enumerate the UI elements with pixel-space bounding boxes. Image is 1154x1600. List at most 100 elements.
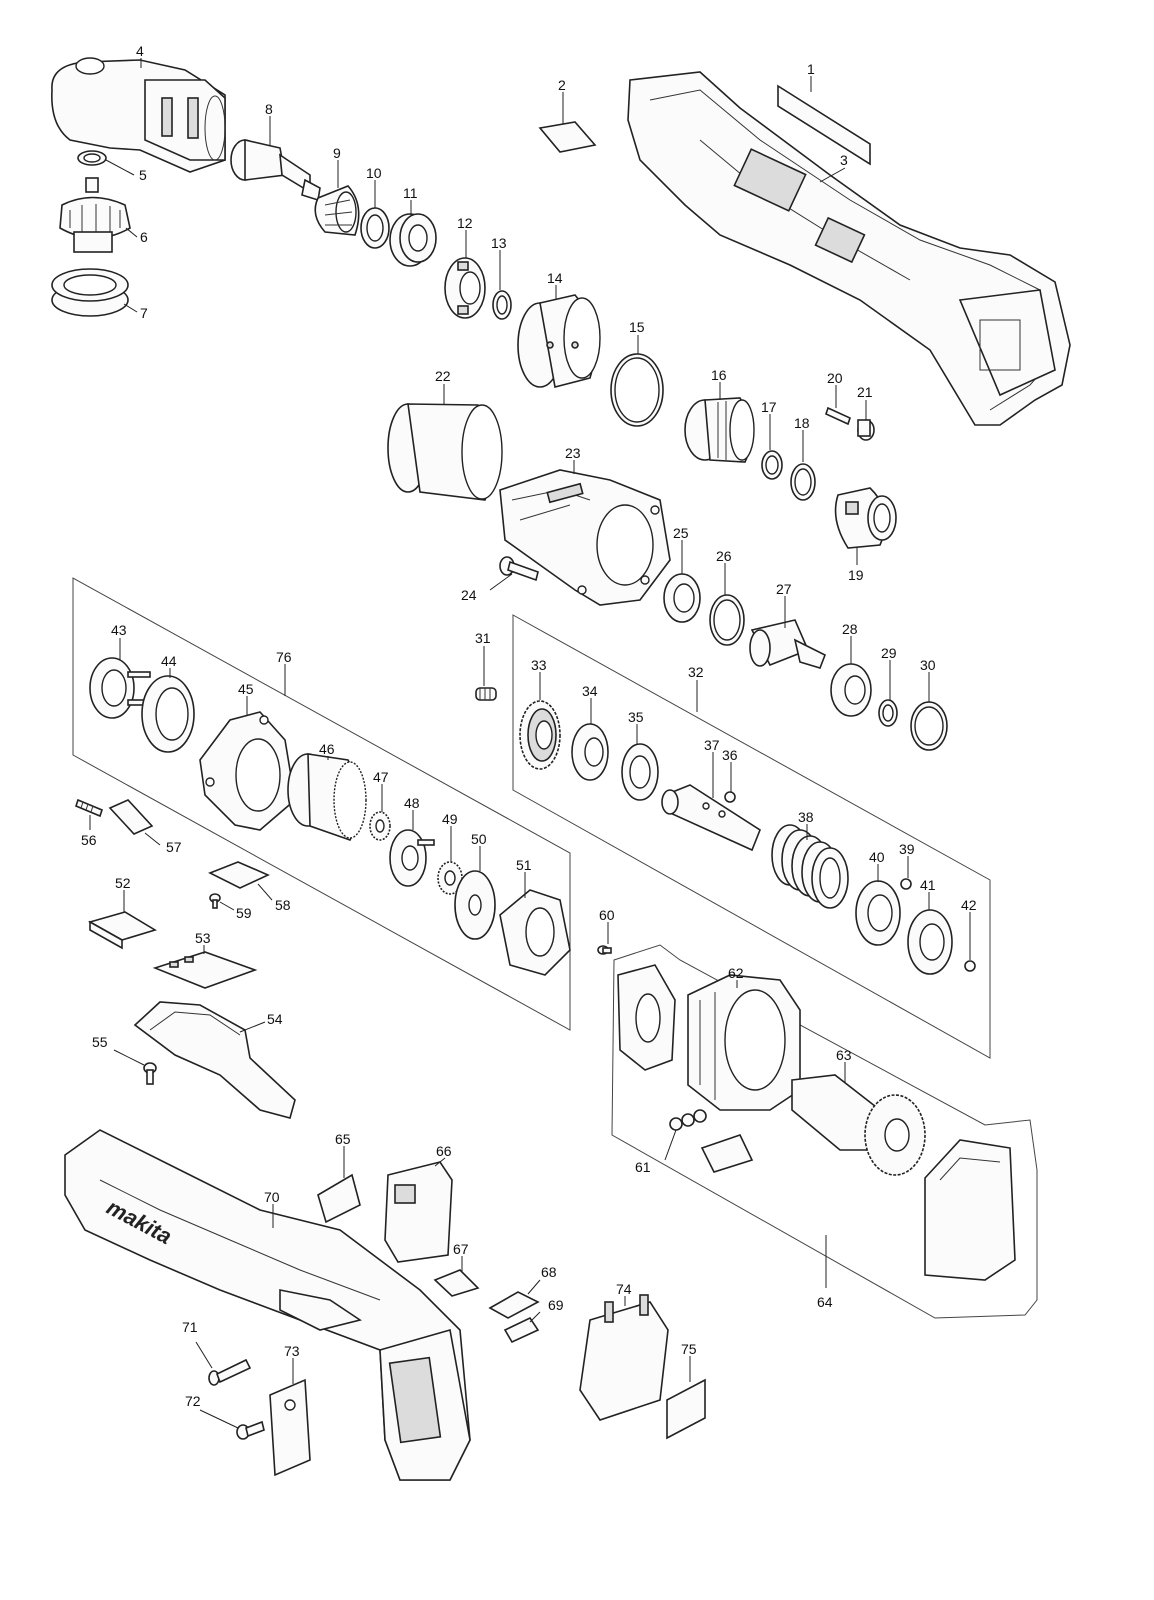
label-76: 76 <box>276 649 292 665</box>
switch-unit-66 <box>384 1161 453 1263</box>
label-42: 42 <box>961 897 977 913</box>
carrier-48 <box>389 829 435 887</box>
label-23: 23 <box>565 445 581 461</box>
rotor-63 <box>791 1074 926 1176</box>
switch-cover-54 <box>133 1001 296 1119</box>
label-7: 7 <box>140 305 148 321</box>
label-10: 10 <box>366 165 382 181</box>
assembly-frame-76 <box>72 577 571 1031</box>
label-69: 69 <box>548 1297 564 1313</box>
retaining-ring-30 <box>910 701 948 751</box>
label-60: 60 <box>599 907 615 923</box>
pad-68 <box>488 1291 540 1319</box>
screw-24 <box>499 556 539 582</box>
gear-housing-4 <box>51 57 226 173</box>
housing-half-3 <box>627 71 1071 426</box>
label-46: 46 <box>319 741 335 757</box>
label-39: 39 <box>899 841 915 857</box>
plate-73 <box>269 1378 311 1477</box>
spindle-37 <box>661 784 761 852</box>
wire-connector-64a <box>700 1134 754 1173</box>
label-67: 67 <box>453 1241 469 1257</box>
needle-cage-16 <box>684 397 755 463</box>
anvil-assembly-6 <box>59 177 131 253</box>
label-38: 38 <box>798 809 814 825</box>
label-27: 27 <box>776 581 792 597</box>
label-66: 66 <box>436 1143 452 1159</box>
label-74: 74 <box>616 1281 632 1297</box>
label-59: 59 <box>236 905 252 921</box>
label-54: 54 <box>267 1011 283 1027</box>
screw-59 <box>209 893 221 909</box>
label-29: 29 <box>881 645 897 661</box>
label-20: 20 <box>827 370 843 386</box>
spindle-8 <box>230 138 321 202</box>
label-48: 48 <box>404 795 420 811</box>
hammer-40 <box>855 880 901 946</box>
gear-carrier-12 <box>444 257 486 319</box>
label-61: 61 <box>635 1159 651 1175</box>
planet-gear-49 <box>437 861 463 895</box>
screw-71 <box>208 1358 252 1386</box>
callout-labels: 1 2 3 4 5 6 7 8 9 10 11 12 13 14 15 16 1… <box>81 43 977 1429</box>
terminals-61 <box>669 1109 707 1131</box>
sleeve-22 <box>387 403 503 501</box>
gear-34 <box>571 723 609 781</box>
label-53: 53 <box>195 930 211 946</box>
label-32: 32 <box>688 664 704 680</box>
label-63: 63 <box>836 1047 852 1063</box>
label-5: 5 <box>139 167 147 183</box>
label-31: 31 <box>475 630 491 646</box>
lever-57 <box>108 799 154 835</box>
label-51: 51 <box>516 857 532 873</box>
screw-60 <box>597 945 612 955</box>
led-board-58 <box>208 861 270 889</box>
label-28: 28 <box>842 621 858 637</box>
bearing-retainer-51 <box>499 889 571 976</box>
needle-bearing-9 <box>314 185 360 236</box>
spring-56 <box>75 798 103 818</box>
label-64: 64 <box>817 1294 833 1310</box>
label-57: 57 <box>166 839 182 855</box>
spring-ring-15 <box>610 353 664 427</box>
ring-nut-7 <box>51 268 129 317</box>
label-75: 75 <box>681 1341 697 1357</box>
label-33: 33 <box>531 657 547 673</box>
label-22: 22 <box>435 368 451 384</box>
label-30: 30 <box>920 657 936 673</box>
ball-bearing-25 <box>663 573 701 623</box>
label-24: 24 <box>461 587 477 603</box>
label-70: 70 <box>264 1189 280 1205</box>
assembly-frame-62-64 <box>611 944 1038 1319</box>
ball-bearing-44 <box>141 675 195 753</box>
motor-cover-64 <box>924 1139 1016 1281</box>
label-43: 43 <box>111 622 127 638</box>
pad-52 <box>87 911 157 950</box>
anvil-41 <box>907 909 953 975</box>
label-17: 17 <box>761 399 777 415</box>
label-35: 35 <box>628 709 644 725</box>
spindle-27 <box>749 619 827 669</box>
terminal-67 <box>433 1269 480 1297</box>
battery-terminal-74 <box>579 1294 669 1421</box>
label-6: 6 <box>140 229 148 245</box>
label-50: 50 <box>471 831 487 847</box>
pin-20 <box>825 406 851 426</box>
planet-gear-47 <box>369 811 391 841</box>
label-72: 72 <box>185 1393 201 1409</box>
label-36: 36 <box>722 747 738 763</box>
switch-69 <box>503 1316 540 1344</box>
washer-5 <box>77 150 107 166</box>
steel-ball-42 <box>964 960 976 972</box>
label-19: 19 <box>848 567 864 583</box>
label-plate-75 <box>666 1378 706 1440</box>
washer-50 <box>454 870 496 940</box>
label-18: 18 <box>794 415 810 431</box>
screw-72 <box>236 1420 265 1440</box>
label-62: 62 <box>728 965 744 981</box>
steel-ball-36 <box>724 791 736 803</box>
label-11: 11 <box>403 185 418 201</box>
compression-spring-38 <box>771 824 849 909</box>
label-3: 3 <box>840 152 848 168</box>
clutch-19 <box>834 487 897 549</box>
